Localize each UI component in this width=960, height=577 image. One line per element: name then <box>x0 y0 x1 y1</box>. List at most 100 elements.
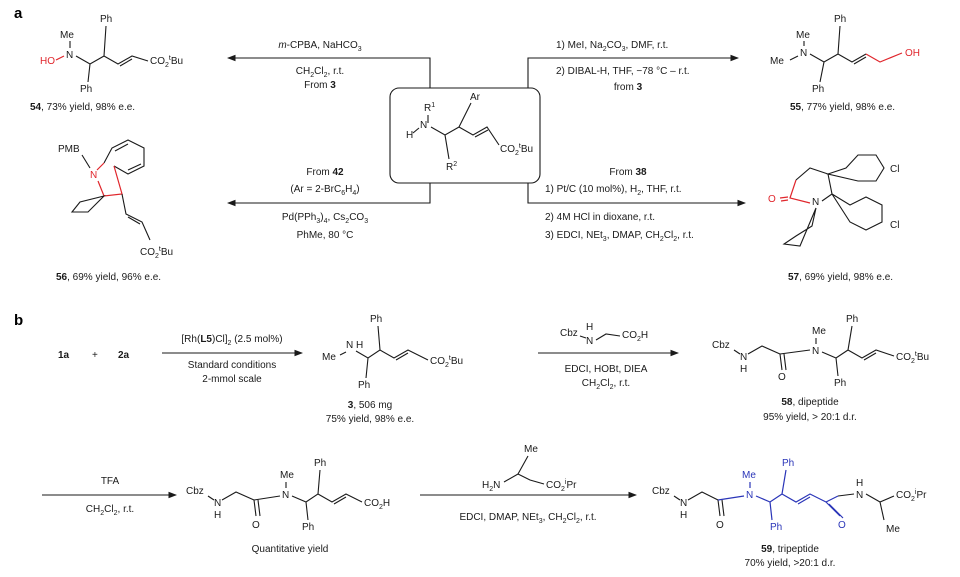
svg-text:N: N <box>812 197 819 208</box>
svg-text:TFA: TFA <box>101 476 120 487</box>
arrow-to-55 <box>527 54 740 88</box>
core-structure-box <box>389 87 541 184</box>
svg-text:95% yield, > 20:1 d.r.: 95% yield, > 20:1 d.r. <box>763 412 857 423</box>
svg-text:1a: 1a <box>58 350 70 361</box>
conditions-54: m-CPBA, NaHCO3 CH2Cl2, r.t. From 3 <box>278 40 361 91</box>
svg-text:Me: Me <box>322 352 336 363</box>
svg-text:2) 4M HCl in dioxane, r.t.: 2) 4M HCl in dioxane, r.t. <box>545 212 655 223</box>
svg-text:Ph: Ph <box>80 84 92 95</box>
svg-text:Me: Me <box>60 30 74 41</box>
svg-text:Quantitative yield: Quantitative yield <box>252 544 329 555</box>
svg-text:N: N <box>420 120 427 131</box>
conditions-step1: [Rh(L5)Cl]2 (2.5 mol%) Standard conditio… <box>181 334 282 385</box>
panel-a-label: a <box>14 5 23 22</box>
svg-text:CH2Cl2, r.t.: CH2Cl2, r.t. <box>296 66 344 79</box>
svg-text:Cl: Cl <box>890 220 899 231</box>
core-structure: R1 Ar H N R2 CO2tBu <box>406 92 533 173</box>
svg-text:N: N <box>856 490 863 501</box>
svg-text:54, 73% yield, 98% e.e.: 54, 73% yield, 98% e.e. <box>30 102 135 113</box>
svg-text:CO2H: CO2H <box>622 330 648 343</box>
svg-text:O: O <box>778 372 786 383</box>
svg-text:H: H <box>740 364 747 375</box>
svg-text:N: N <box>586 336 593 347</box>
svg-text:Ph: Ph <box>834 14 846 25</box>
compound-59: Cbz N H O Me N Ph Ph O N H Me CO2iPr 59,… <box>652 458 927 569</box>
svg-text:N: N <box>66 50 73 61</box>
svg-text:Me: Me <box>742 470 756 481</box>
svg-text:Me: Me <box>524 444 538 455</box>
svg-text:CH2Cl2, r.t.: CH2Cl2, r.t. <box>86 504 134 517</box>
svg-text:CO2iPr: CO2iPr <box>896 489 927 503</box>
svg-text:CO2tBu: CO2tBu <box>896 351 929 365</box>
svg-text:O: O <box>838 520 846 531</box>
compound-54: Me HO N Ph Ph CO2tBu 54, 73% yield, 98% … <box>30 14 183 113</box>
compound-55: Me Me N Ph Ph OH 55, 77% yield, 98% e.e. <box>770 14 920 113</box>
svg-text:N: N <box>812 346 819 357</box>
svg-text:Ph: Ph <box>770 522 782 533</box>
svg-text:58, dipeptide: 58, dipeptide <box>781 397 839 408</box>
svg-text:CH2Cl2, r.t.: CH2Cl2, r.t. <box>582 378 630 391</box>
svg-text:55, 77% yield, 98% e.e.: 55, 77% yield, 98% e.e. <box>790 102 895 113</box>
svg-text:57, 69% yield, 98% e.e.: 57, 69% yield, 98% e.e. <box>788 272 893 283</box>
svg-text:Me: Me <box>770 56 784 67</box>
svg-text:Ph: Ph <box>812 84 824 95</box>
svg-text:Ph: Ph <box>314 458 326 469</box>
svg-text:Cbz: Cbz <box>712 340 730 351</box>
svg-text:EDCI, HOBt, DIEA: EDCI, HOBt, DIEA <box>565 364 648 375</box>
svg-text:CO2iPr: CO2iPr <box>546 479 577 493</box>
svg-text:H: H <box>214 510 221 521</box>
svg-text:From 38: From 38 <box>609 167 647 178</box>
arrow-to-54 <box>226 54 431 88</box>
svg-text:H: H <box>356 340 363 351</box>
panel-b-label: b <box>14 312 23 329</box>
svg-text:Ph: Ph <box>100 14 112 25</box>
svg-text:Pd(PPh3)4, Cs2CO3: Pd(PPh3)4, Cs2CO3 <box>282 212 368 225</box>
svg-text:CO2tBu: CO2tBu <box>430 355 463 369</box>
svg-text:from 3: from 3 <box>614 82 643 93</box>
svg-text:1) MeI, Na2CO3, DMF, r.t.: 1) MeI, Na2CO3, DMF, r.t. <box>556 40 668 53</box>
svg-text:O: O <box>716 520 724 531</box>
svg-text:CO2tBu: CO2tBu <box>150 55 183 69</box>
svg-text:3) EDCI, NEt3, DMAP, CH2Cl2, r: 3) EDCI, NEt3, DMAP, CH2Cl2, r.t. <box>545 230 694 243</box>
svg-text:1) Pt/C (10 mol%), H2, THF, r.: 1) Pt/C (10 mol%), H2, THF, r.t. <box>545 184 682 197</box>
svg-text:Cbz: Cbz <box>560 328 578 339</box>
svg-text:O: O <box>768 194 776 205</box>
svg-text:H2N: H2N <box>482 480 500 493</box>
svg-text:Ph: Ph <box>358 380 370 391</box>
svg-text:OH: OH <box>905 48 920 59</box>
svg-text:Standard conditions: Standard conditions <box>188 360 276 371</box>
svg-text:Me: Me <box>796 30 810 41</box>
svg-text:N: N <box>90 170 97 181</box>
compound-56: PMB N CO2tBu 56, 69% yield, 96% e.e. <box>56 139 173 283</box>
svg-text:EDCI, DMAP, NEt3, CH2Cl2, r.t.: EDCI, DMAP, NEt3, CH2Cl2, r.t. <box>459 512 596 525</box>
svg-text:Me: Me <box>812 326 826 337</box>
svg-text:R2: R2 <box>446 161 457 173</box>
compound-58: Cbz N H O Me N Ph Ph CO2tBu 58, dipeptid… <box>712 314 929 423</box>
svg-text:2) DIBAL-H, THF, −78 °C – r.t.: 2) DIBAL-H, THF, −78 °C – r.t. <box>556 66 690 77</box>
svg-text:CO2tBu: CO2tBu <box>500 143 533 157</box>
svg-text:Ph: Ph <box>302 522 314 533</box>
svg-text:Ph: Ph <box>846 314 858 325</box>
svg-text:Ph: Ph <box>834 378 846 389</box>
compound-3: Me N H Ph Ph CO2tBu 3, 506 mg 75% yield,… <box>322 314 463 425</box>
svg-text:Cbz: Cbz <box>186 486 204 497</box>
svg-text:Ar: Ar <box>470 92 481 103</box>
svg-text:H: H <box>856 478 863 489</box>
svg-text:70% yield, >20:1 d.r.: 70% yield, >20:1 d.r. <box>745 558 836 569</box>
arrow-to-57 <box>527 183 747 207</box>
svg-text:CO2H: CO2H <box>364 498 390 511</box>
svg-text:Me: Me <box>886 524 900 535</box>
conditions-step2: Cbz N H CO2H EDCI, HOBt, DIEA CH2Cl2, r.… <box>560 322 648 391</box>
svg-text:N: N <box>740 352 747 363</box>
svg-text:R1: R1 <box>424 102 435 114</box>
svg-text:Ph: Ph <box>370 314 382 325</box>
conditions-56: From 42 (Ar = 2-BrC6H4) Pd(PPh3)4, Cs2CO… <box>282 167 368 241</box>
conditions-57: From 38 1) Pt/C (10 mol%), H2, THF, r.t.… <box>545 167 694 243</box>
svg-text:[Rh(L5)Cl]2 (2.5 mol%): [Rh(L5)Cl]2 (2.5 mol%) <box>181 334 282 347</box>
svg-text:75% yield, 98% e.e.: 75% yield, 98% e.e. <box>326 414 414 425</box>
svg-text:PhMe, 80 °C: PhMe, 80 °C <box>297 230 354 241</box>
svg-text:HO: HO <box>40 56 55 67</box>
svg-text:O: O <box>252 520 260 531</box>
svg-text:N: N <box>346 340 353 351</box>
